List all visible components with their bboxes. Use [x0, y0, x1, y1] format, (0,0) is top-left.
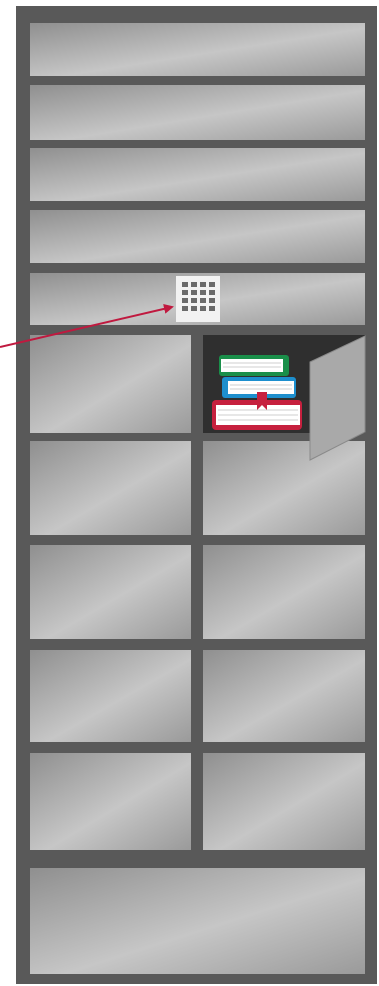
compartment-door[interactable]: [30, 210, 365, 263]
bottom-compartment[interactable]: [30, 868, 365, 974]
compartment-door[interactable]: [30, 335, 191, 433]
green-book: [219, 355, 289, 376]
compartment-door[interactable]: [30, 650, 191, 742]
compartment-door[interactable]: [30, 23, 365, 76]
compartment-door[interactable]: [203, 650, 365, 742]
keypad-icon[interactable]: [176, 276, 220, 322]
compartment-door[interactable]: [30, 441, 191, 535]
compartment-door[interactable]: [203, 753, 365, 850]
compartment-door[interactable]: [30, 753, 191, 850]
books-stack-icon: [212, 355, 302, 430]
compartment-door[interactable]: [30, 85, 365, 140]
compartment-door[interactable]: [30, 545, 191, 639]
compartment-door[interactable]: [203, 545, 365, 639]
compartment-door[interactable]: [30, 148, 365, 201]
compartment-door[interactable]: [203, 441, 365, 535]
